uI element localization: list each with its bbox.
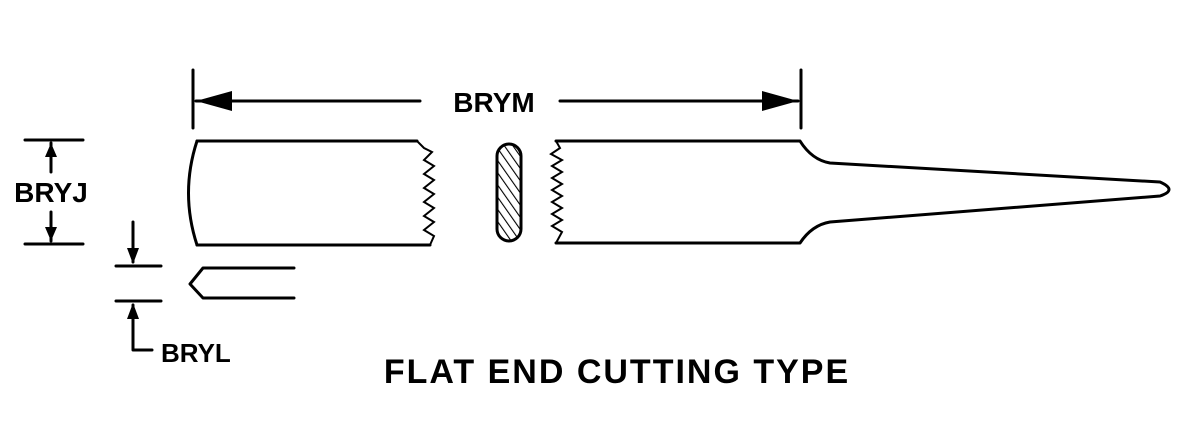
- edge-view-profile: [188, 266, 296, 300]
- tool-body-left: [187, 139, 436, 247]
- cross-section-hatched: [495, 142, 523, 243]
- width-label: BRYJ: [14, 177, 88, 208]
- arrow-down-icon: [45, 227, 57, 241]
- arrow-up-icon: [127, 303, 139, 319]
- break-line-right: [549, 140, 565, 244]
- thickness-leader-bottom: [131, 303, 154, 352]
- arrow-down-icon: [127, 248, 139, 264]
- tang-outline: [554, 139, 1171, 245]
- tool-body-right: [549, 139, 1171, 245]
- flat-end-edge: [187, 139, 199, 247]
- edge-view: [188, 266, 296, 300]
- arrow-up-icon: [45, 143, 57, 157]
- thickness-dimension: BRYL: [114, 220, 231, 368]
- cross-section: [495, 142, 523, 243]
- arrow-left-icon: [196, 91, 232, 111]
- diagram-title: FLAT END CUTTING TYPE: [384, 353, 850, 391]
- length-label: BRYM: [453, 87, 534, 118]
- thickness-label: BRYL: [161, 338, 231, 368]
- length-dimension: BRYM: [191, 68, 803, 130]
- break-line-left: [416, 140, 436, 246]
- width-dimension: BRYJ: [14, 138, 88, 246]
- arrow-right-icon: [762, 91, 798, 111]
